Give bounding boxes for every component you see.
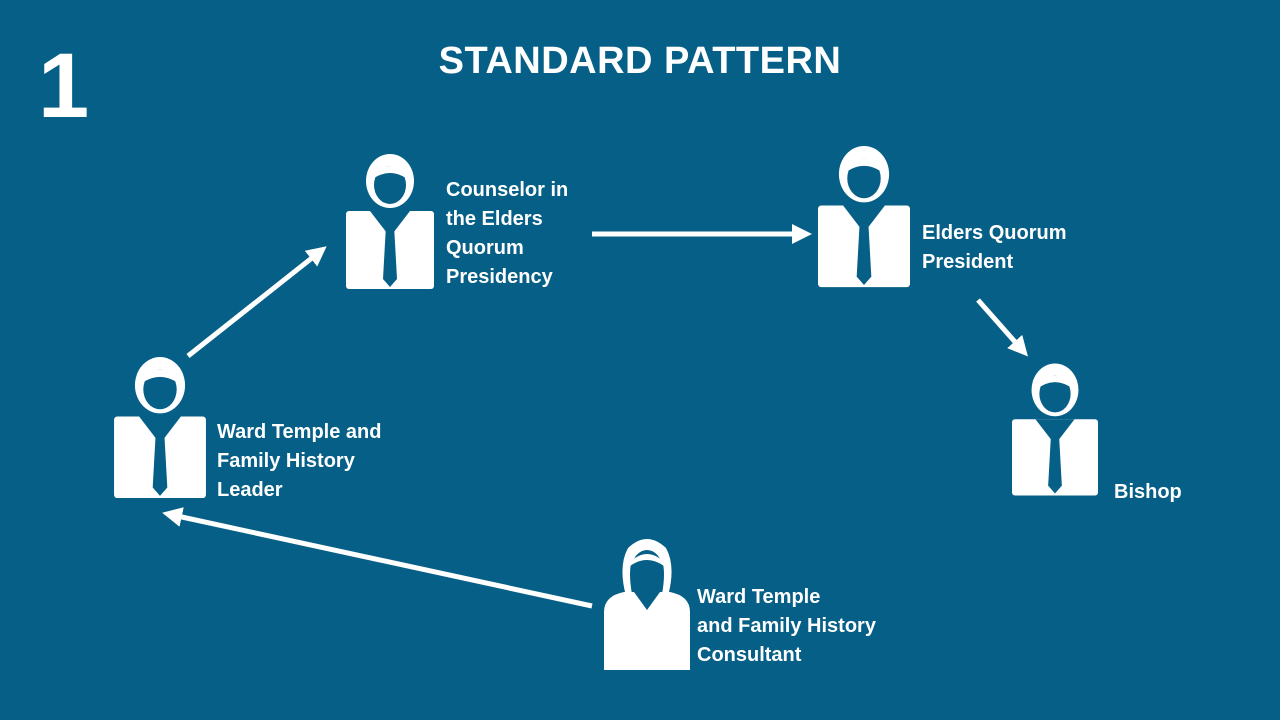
node-label-consultant: Ward Temple and Family History Consultan… [697,583,876,670]
label-line: Consultant [697,644,802,666]
label-line: Ward Temple [697,586,821,608]
woman-icon [604,536,690,670]
label-line: the Elders [446,208,543,230]
label-line: Leader [217,479,283,501]
node-label-counselor: Counselor in the Elders Quorum Presidenc… [446,176,568,292]
slide-title: STANDARD PATTERN [438,40,842,82]
man-in-tie-icon [346,153,434,289]
man-in-tie-icon [1012,362,1098,496]
arrow-consultant-to-leader [162,507,593,609]
arrow-president-to-bishop [976,298,1028,357]
label-line: Ward Temple and [217,421,382,443]
label-line: Presidency [446,266,553,288]
slide-number: 1 [38,35,90,137]
node-label-ward-leader: Ward Temple and Family History Leader [217,418,381,505]
man-in-tie-icon [114,356,206,498]
man-in-tie-icon [818,144,910,288]
label-line: President [922,251,1014,273]
arrow-leader-to-counselor [186,246,327,358]
label-line: Bishop [1114,481,1182,503]
node-label-eq-president: Elders Quorum President [922,219,1066,277]
label-line: Counselor in [446,179,569,201]
label-line: Quorum [446,237,524,259]
label-line: Elders Quorum [922,222,1067,244]
label-line: and Family History [697,615,876,637]
label-line: Family History [217,450,355,472]
node-label-bishop: Bishop [1114,478,1182,507]
